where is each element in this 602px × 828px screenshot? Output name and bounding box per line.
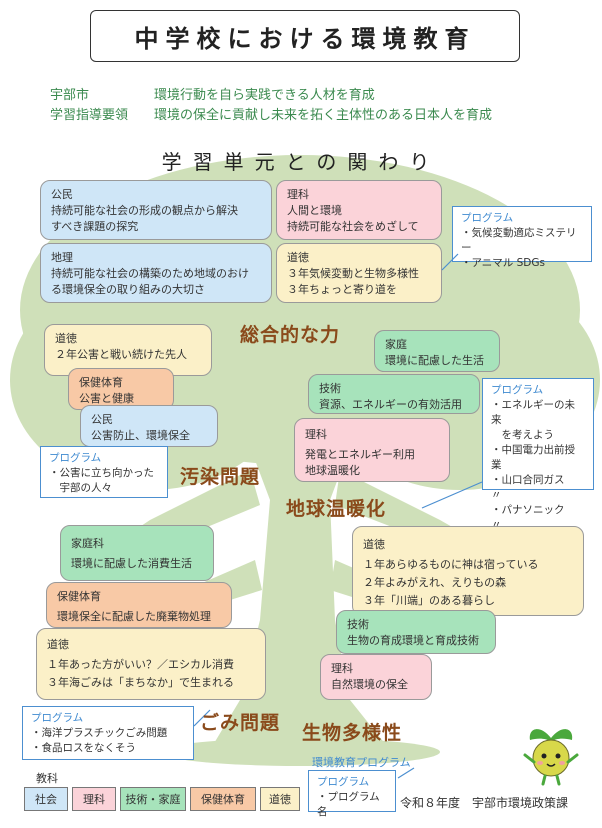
box-science-bio: 理科 自然環境の保全 — [320, 654, 432, 700]
program-waste-connector — [193, 709, 211, 727]
legend-program-connector — [397, 767, 415, 779]
box-civics-left: 公民 公害防止、環境保全 — [80, 405, 218, 447]
goals: 宇部市環境行動を自ら実践できる人材を育成 学習指導要領環境の保全に貢献し未来を拓… — [50, 86, 492, 126]
box-science-top: 理科 人間と環境 持続可能な社会をめざして — [276, 180, 442, 240]
legend-moral: 道徳 — [260, 787, 300, 811]
box-health-left: 保健体育 公害と健康 — [68, 368, 174, 410]
box-home-right: 家庭 環境に配慮した生活 — [374, 330, 500, 372]
page-title: 中学校における環境教育 — [90, 10, 520, 62]
footer-credit: 令和８年度 宇部市環境政策課 — [400, 796, 569, 810]
program-top: プログラム ・気候変動適応ミステリー ・アニマル SDGs — [452, 206, 592, 269]
program-left: プログラム ・公害に立ち向かった 宇部の人々 — [40, 446, 168, 498]
legend-program-label: 環境教育プログラム — [312, 756, 411, 769]
program-top-connector — [441, 253, 459, 271]
box-tech-bio: 技術 生物の育成環境と育成技術 — [336, 610, 496, 654]
box-moral-waste: 道徳 １年あった方がいい？／エシカル消費 ３年海ごみは「まちなか」で生まれる — [36, 628, 266, 700]
program-waste: プログラム ・海洋プラスチックごみ問題 ・食品ロスをなくそう — [22, 706, 194, 760]
box-geography: 地理 持続可能な社会の構築のため地域のおけ る環境保全の取り組みの大切さ — [40, 243, 272, 303]
goal-curriculum: 学習指導要領環境の保全に貢献し未来を拓く主体性のある日本人を育成 — [50, 108, 493, 123]
theme-biodiversity: 生物多様性 — [302, 722, 403, 744]
legend-label: 教科 — [36, 772, 58, 785]
legend-health: 保健体育 — [190, 787, 256, 811]
legend-program-sample: プログラム ・プログラム名 — [308, 770, 396, 818]
legend-science: 理科 — [72, 787, 116, 811]
box-home-waste: 家庭科 環境に配慮した消費生活 — [60, 525, 214, 581]
goal-city: 宇部市環境行動を自ら実践できる人材を育成 — [50, 88, 375, 103]
theme-pollution: 汚染問題 — [180, 466, 261, 488]
legend-civics: 社会 — [24, 787, 68, 811]
program-right-connector — [421, 481, 483, 509]
box-moral-left: 道徳 ２年公害と戦い続けた先人 — [44, 324, 212, 376]
theme-waste: ごみ問題 — [200, 712, 281, 734]
program-right: プログラム ・エネルギーの未来 を考えよう ・中国電力出前授業 ・山口合同ガス … — [482, 378, 594, 531]
box-civics-top: 公民 持続可能な社会の形成の観点から解決 すべき課題の探究 — [40, 180, 272, 240]
box-moral-bio: 道徳 １年あらゆるものに神は宿っている ２年よみがえれ、えりもの森 ３年「川端」… — [352, 526, 584, 616]
theme-integrated: 総合的な力 — [240, 324, 341, 346]
box-science-right: 理科 発電とエネルギー利用 地球温暖化 — [294, 418, 450, 482]
box-moral-top: 道徳 ３年気候変動と生物多様性 ３年ちょっと寄り道を — [276, 243, 442, 303]
box-tech-right: 技術 資源、エネルギーの有効活用 — [308, 374, 480, 414]
legend-tech-home: 技術・家庭 — [120, 787, 186, 811]
mascot-icon — [523, 729, 579, 786]
box-health-waste: 保健体育 環境保全に配慮した廃棄物処理 — [46, 582, 232, 628]
theme-warming: 地球温暖化 — [286, 498, 387, 520]
relation-title: 学習単元との関わり — [161, 150, 441, 174]
